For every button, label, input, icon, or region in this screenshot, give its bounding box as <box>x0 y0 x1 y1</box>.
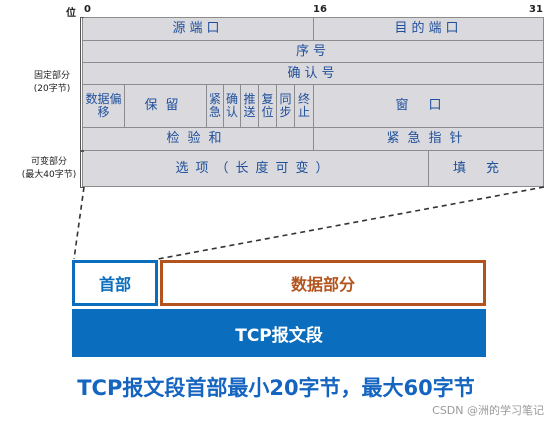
ack-number-field: 确认号 <box>83 63 543 85</box>
reserved-field: 保留 <box>125 85 207 128</box>
source-port-field: 源端口 <box>83 18 314 41</box>
urg-flag-field: 紧急 <box>207 85 224 128</box>
padding-field: 填充 <box>452 160 519 176</box>
diagram-caption: TCP报文段首部最小20字节，最大60字节 <box>77 376 475 400</box>
bit-tick-0: 0 <box>84 4 91 15</box>
rst-flag-field: 复位 <box>259 85 277 128</box>
checksum-field: 检验和 <box>83 128 314 151</box>
bit-tick-16: 16 <box>313 4 327 15</box>
fixed-part-size: (20字节) <box>33 84 71 94</box>
variable-part-size: (最大40字节) <box>21 170 77 180</box>
watermark: CSDN @洲的学习笔记 <box>432 404 544 417</box>
variable-part-bracket <box>80 151 84 188</box>
tcp-segment-bar: TCP报文段 <box>72 309 486 357</box>
connector-left <box>73 186 85 260</box>
connector-right <box>157 186 545 260</box>
options-field: 选项（长度可变） <box>83 151 429 186</box>
variable-part-label: 可变部分 (最大40字节) <box>18 156 80 182</box>
fixed-part-label: 固定部分 (20字节) <box>26 70 78 96</box>
bit-tick-31: 31 <box>529 4 543 15</box>
fixed-part-title: 固定部分 <box>33 71 70 81</box>
fin-flag-field: 终止 <box>295 85 314 128</box>
variable-part-title: 可变部分 <box>30 157 67 167</box>
segment-data-box: 数据部分 <box>160 260 486 306</box>
fixed-part-bracket <box>80 17 84 151</box>
syn-flag-field: 同步 <box>277 85 295 128</box>
psh-flag-field: 推送 <box>241 85 259 128</box>
urgent-pointer-field: 紧急指针 <box>314 128 543 151</box>
bit-ruler-label: 位 <box>66 8 76 19</box>
sequence-number-field: 序号 <box>83 41 543 63</box>
ack-flag-field: 确认 <box>224 85 241 128</box>
segment-header-box: 首部 <box>72 260 158 306</box>
data-offset-field: 数据偏移 <box>83 85 125 128</box>
destination-port-field: 目的端口 <box>314 18 543 41</box>
window-field: 窗口 <box>314 85 543 128</box>
tcp-header-grid: 源端口 目的端口 序号 确认号 数据偏移 保留 紧急 确认 推送 复位 同步 终… <box>82 17 544 187</box>
